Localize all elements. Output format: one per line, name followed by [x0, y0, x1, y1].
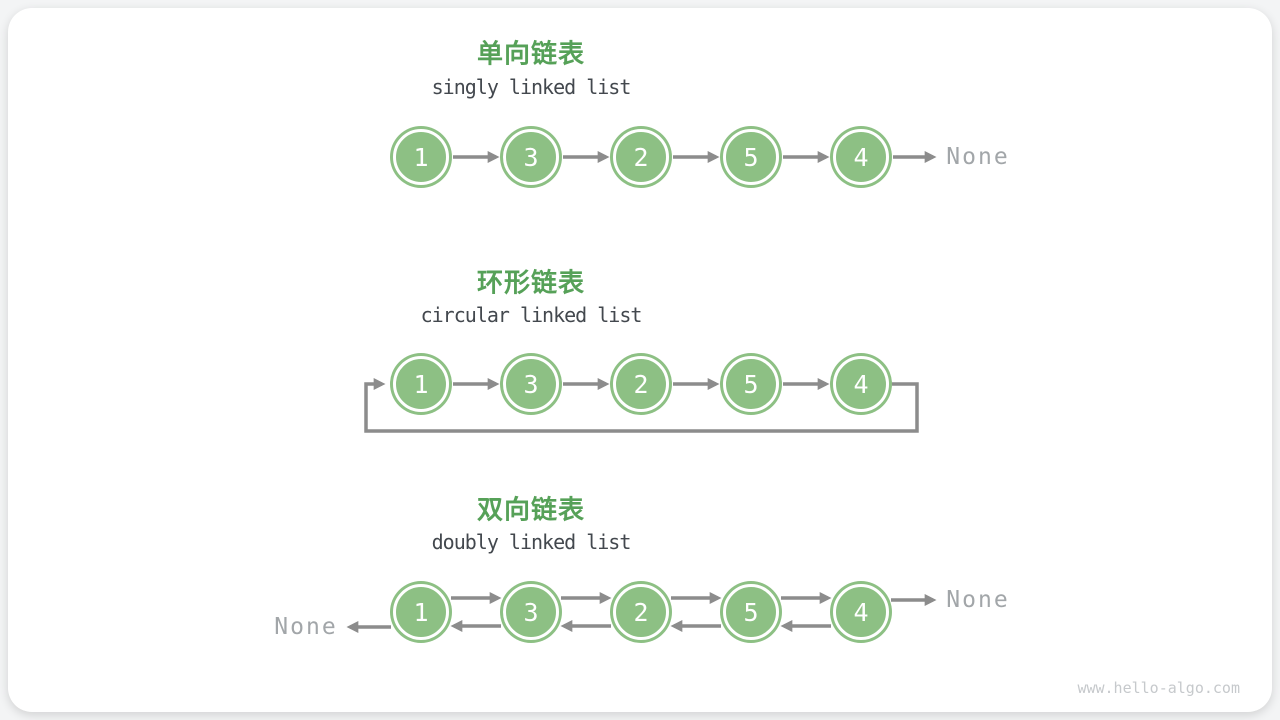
node-value: 4: [853, 369, 869, 399]
list-node: 2: [613, 584, 669, 640]
node-value: 2: [633, 597, 649, 627]
node-value: 5: [743, 142, 759, 172]
section-title-circular: 环形链表: [476, 267, 586, 298]
list-node: 3: [503, 356, 559, 412]
section-title-doubly: 双向链表: [476, 494, 586, 525]
section-subtitle-circular: circular linked list: [420, 303, 643, 327]
none-label: None: [946, 144, 1010, 170]
list-node: 5: [723, 584, 779, 640]
node-value: 1: [413, 597, 429, 627]
list-node: 5: [723, 356, 779, 412]
node-value: 1: [413, 142, 429, 172]
node-value: 2: [633, 142, 649, 172]
watermark: www.hello-algo.com: [1077, 679, 1240, 697]
list-node: 1: [393, 356, 449, 412]
list-node: 1: [393, 129, 449, 185]
list-node: 3: [503, 584, 559, 640]
list-node: 4: [833, 584, 889, 640]
section-subtitle-doubly: doubly linked list: [431, 530, 632, 554]
list-node: 4: [833, 356, 889, 412]
list-node: 5: [723, 129, 779, 185]
list-node: 2: [613, 356, 669, 412]
node-value: 2: [633, 369, 649, 399]
none-label: None: [274, 614, 338, 640]
node-value: 1: [413, 369, 429, 399]
section-subtitle-singly: singly linked list: [431, 75, 632, 99]
node-value: 3: [523, 597, 539, 627]
node-value: 5: [743, 597, 759, 627]
list-node: 1: [393, 584, 449, 640]
node-value: 3: [523, 369, 539, 399]
node-value: 3: [523, 142, 539, 172]
none-label: None: [946, 587, 1010, 613]
node-value: 4: [853, 597, 869, 627]
list-node: 4: [833, 129, 889, 185]
list-node: 2: [613, 129, 669, 185]
node-value: 5: [743, 369, 759, 399]
section-title-singly: 单向链表: [476, 38, 586, 69]
list-node: 3: [503, 129, 559, 185]
node-value: 4: [853, 142, 869, 172]
